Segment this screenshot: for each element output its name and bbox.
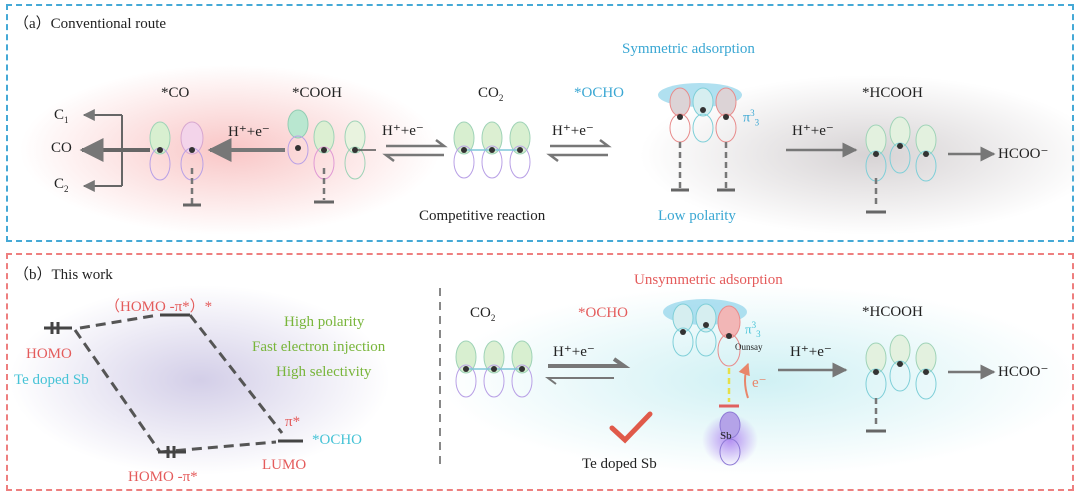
competitive-reaction-label: Competitive reaction [419,208,546,224]
hplus-e-label-b2: H⁺+e⁻ [790,344,832,360]
sb-label: Sb [720,430,732,442]
equilibrium-arrows-1 [382,139,448,162]
ocho-right-label: *OCHO [312,432,363,448]
purple-glow [10,285,390,475]
hcooh-molecule-a [865,116,937,214]
pi-label-b: π33 [745,320,761,339]
homo-pi-bottom-label: HOMO -π* [128,469,198,485]
check-icon [609,411,653,444]
c2-label: C2 [54,176,69,194]
hcooh-label-b: *HCOOH [862,304,923,320]
homo-label: HOMO [26,346,72,362]
equilibrium-arrows-b [545,357,631,385]
hcoo-label-b: HCOO⁻ [998,364,1049,380]
hplus-e-label-2: H⁺+e⁻ [382,123,424,139]
cyan-glow [440,285,1080,475]
ocho-label-b: *OCHO [578,305,629,321]
co-molecule [149,121,204,207]
pi-star-label: π* [285,414,301,430]
high-polarity-label: High polarity [284,314,365,330]
hcooh-label-a: *HCOOH [862,85,923,101]
ocho-label-a: *OCHO [574,85,625,101]
energy-level-diagram [44,313,303,458]
unsymmetric-adsorption-label: Unsymmetric adsorption [634,272,783,288]
high-selectivity-label: High selectivity [276,364,372,380]
symmetric-adsorption-label: Symmetric adsorption [622,41,755,57]
hplus-e-label-3: H⁺+e⁻ [552,123,594,139]
equilibrium-arrows-2 [546,139,612,162]
pi-label-a: π33 [743,108,760,128]
sb-glow [702,414,758,466]
panel-b-label: （b）This work [14,267,113,283]
lumo-label: LUMO [262,457,307,473]
hcooh-molecule-b [865,334,937,433]
te-doped-sb-left-label: Te doped Sb [14,372,89,388]
o-unsay-label: Ounsay [735,342,763,352]
hcoo-label-a: HCOO⁻ [998,146,1049,162]
ocho-symmetric-molecule [658,83,742,192]
product-branch-arrows [79,109,150,192]
co2-molecule-a [453,121,531,179]
sb-atom [719,411,741,466]
co-star-label: *CO [161,85,190,101]
co2-label-a: CO2 [478,85,504,103]
cooh-label: *COOH [292,85,343,101]
ocho-unsymmetric-molecule [663,299,750,408]
hplus-e-label-b1: H⁺+e⁻ [553,344,595,360]
low-polarity-label: Low polarity [658,208,736,224]
co-product-label: CO [51,140,72,156]
c1-label: C1 [54,107,69,125]
fast-injection-label: Fast electron injection [252,339,386,355]
hplus-e-label-4: H⁺+e⁻ [792,123,834,139]
hplus-e-label-1: H⁺+e⁻ [228,124,270,140]
electron-label: e⁻ [752,375,767,391]
co2-label-b: CO2 [470,305,496,323]
panel-a-label: （a）Conventional route [14,16,167,32]
gray-glow [640,75,1080,235]
te-doped-sb-label: Te doped Sb [582,456,657,472]
cooh-molecule [287,109,376,204]
co2-molecule-b [455,340,533,398]
homo-pi-top-label: （HOMO -π*）* [105,299,213,315]
